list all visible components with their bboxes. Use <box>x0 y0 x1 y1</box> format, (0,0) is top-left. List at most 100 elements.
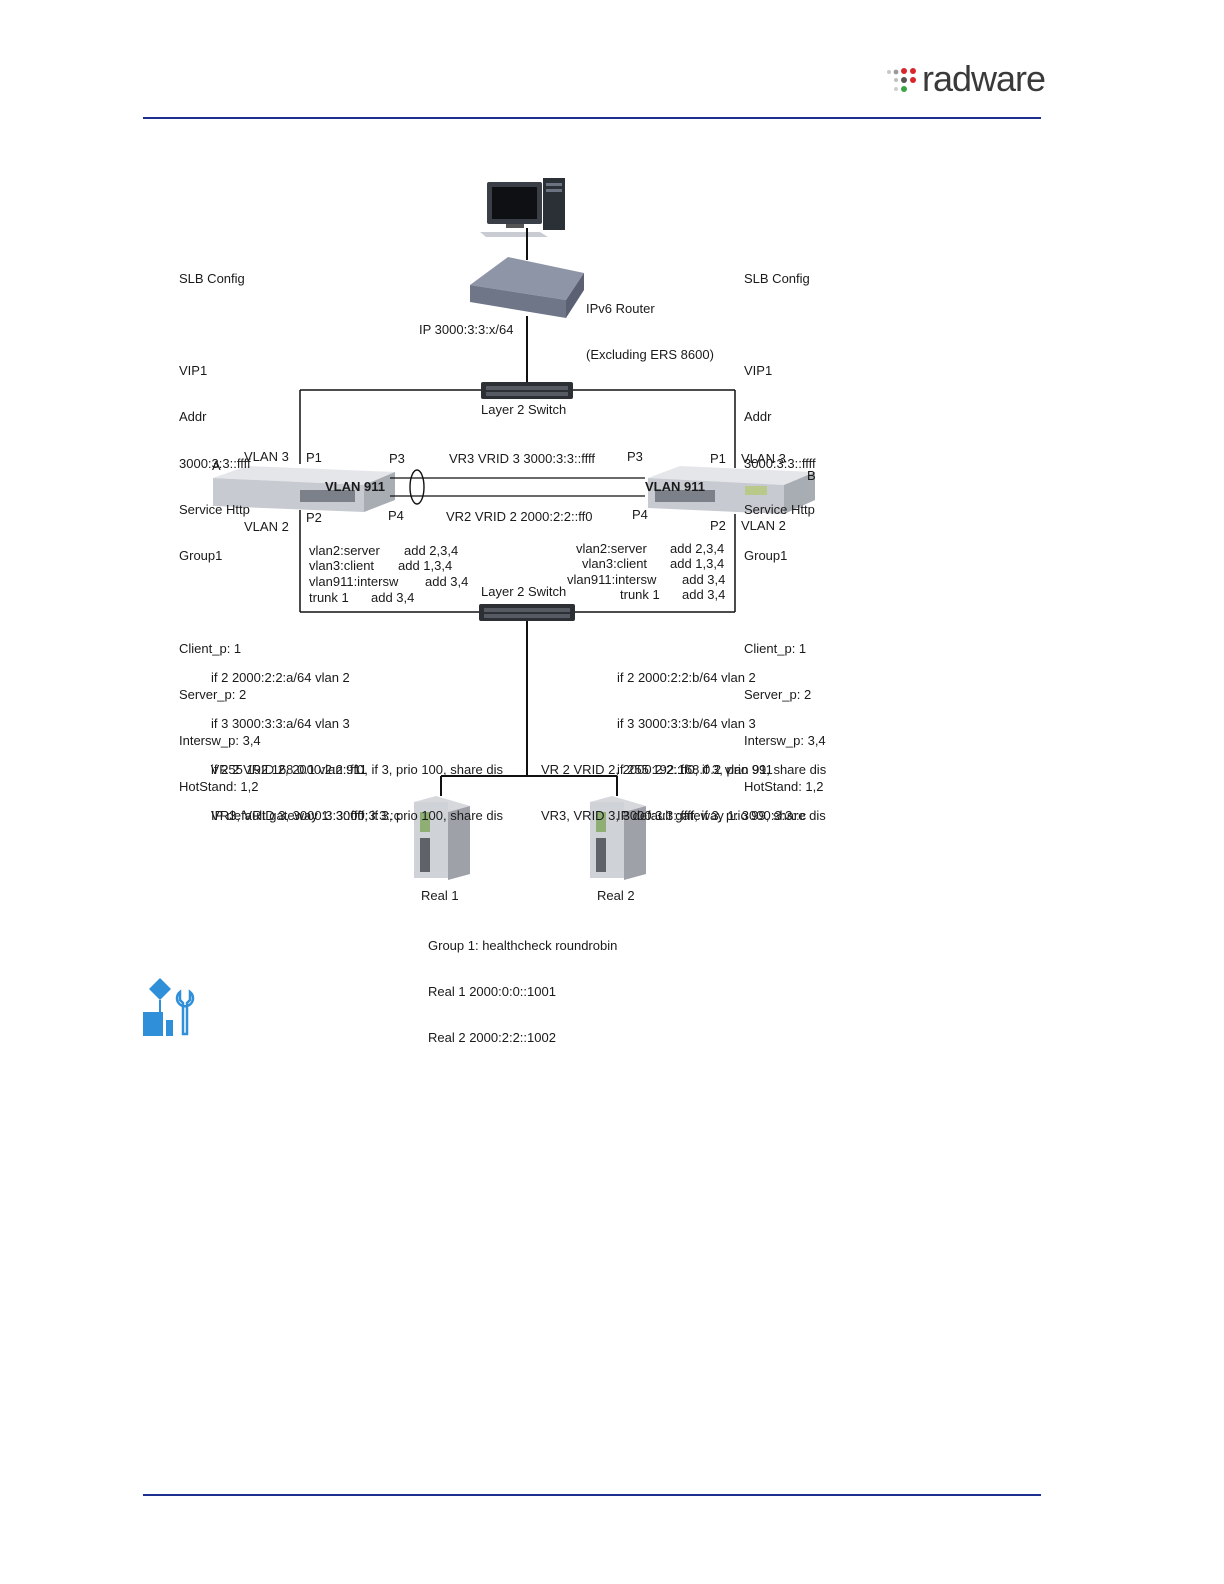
header-rule <box>143 117 1041 119</box>
slb-line: VIP1 <box>179 363 208 379</box>
vlan-ports: add 1,3,4 <box>670 556 725 571</box>
device-a-p3: P3 <box>389 451 405 466</box>
if-line: if 3 3000:3:3:a/64 vlan 3 <box>211 716 350 732</box>
interface-config-right: if 2 2000:2:2:b/64 vlan 2 if 3 3000:3:3:… <box>617 639 806 839</box>
vr-config-right: VR 2 VRID 2, 2000:2:2::ff0, if 3, prio 9… <box>541 731 826 839</box>
group-line: Real 1 2000:0:0::1001 <box>428 984 556 1000</box>
router-label-line: IPv6 Router <box>586 300 655 316</box>
slb-line <box>179 317 261 332</box>
if-line: if 255 192.168.0.2 vlan 911 <box>617 762 773 778</box>
device-a-letter: A <box>212 458 221 473</box>
slb-line <box>744 594 826 609</box>
vr-line: VR3, VRID 3, 3000:3:3::ffff, if 3, prio … <box>211 808 503 824</box>
vlan-name: vlan2:server <box>576 541 647 556</box>
top-layer2-switch-icon <box>481 382 573 399</box>
slb-line: HotStand: 1,2 <box>179 779 259 795</box>
configuration-tool-icon <box>143 978 195 1036</box>
real1-label: Real 1 <box>421 888 459 903</box>
slb-config-left: SLB Config VIP1 Addr 3000:3:3::ffff Serv… <box>179 240 261 810</box>
radware-logo-text: radware <box>922 58 1046 99</box>
router-icon <box>470 257 584 318</box>
router-ip-label: IP 3000:3:3:x/64 <box>419 322 514 337</box>
vlan-name: trunk 1 <box>309 590 349 605</box>
device-b-p2: P2 <box>710 518 726 533</box>
device-a-vlan2: VLAN 2 <box>244 519 289 534</box>
group-line: Real 2 2000:2:2::1002 <box>428 1030 556 1046</box>
vlan-name: vlan3:client <box>309 558 375 573</box>
if-line: IP default gateway 1: 3000:3:3::c <box>617 808 807 824</box>
vr-line: VR3, VRID 3, 3000:3:3::ffff, if 3, prio … <box>541 808 826 824</box>
vlan-ports: add 2,3,4 <box>404 543 459 558</box>
slb-line: Addr <box>179 409 207 425</box>
slb-line <box>179 594 261 609</box>
slb-line: Server_p: 2 <box>179 686 247 702</box>
vr-config-left: VR 2 VRID 2, 2000:2:2::ff0, if 3, prio 1… <box>187 731 503 839</box>
bottom-switch-label: Layer 2 Switch <box>481 584 567 599</box>
device-b-p4: P4 <box>632 507 648 522</box>
slb-line: Group1 <box>179 548 223 564</box>
vr3-link-label: VR3 VRID 3 3000:3:3::ffff <box>449 451 595 466</box>
vlan-name: vlan2:server <box>309 543 380 558</box>
vr-line: VR 2 VRID 2, 2000:2:2::ff0, if 3, prio 9… <box>541 761 827 777</box>
device-a-icon <box>213 466 395 512</box>
router-label-line: (Excluding ERS 8600) <box>586 347 714 363</box>
slb-line: Addr <box>744 409 772 425</box>
if-line: if 2 2000:2:2:b/64 vlan 2 <box>617 669 756 685</box>
interface-config-left: if 2 2000:2:2:a/64 vlan 2 if 3 3000:3:3:… <box>211 639 400 839</box>
real2-label: Real 2 <box>597 888 635 903</box>
real2-server-icon <box>590 796 646 880</box>
vlan-ports: add 3,4 <box>682 587 726 602</box>
device-b-p1: P1 <box>710 451 726 466</box>
vlan-ports: add 3,4 <box>371 590 415 605</box>
slb-line: Intersw_p: 3,4 <box>744 733 826 748</box>
device-a-p4: P4 <box>388 508 404 523</box>
vlan-name: trunk 1 <box>620 587 660 602</box>
vr-line: VR 2 VRID 2, 2000:2:2::ff0, if 3, prio 1… <box>210 761 503 777</box>
router-label: IPv6 Router (Excluding ERS 8600) <box>586 270 714 378</box>
device-a-vlan911: VLAN 911 <box>325 479 385 494</box>
slb-line: Client_p: 1 <box>179 640 242 656</box>
vlan-ports: add 3,4 <box>425 574 469 589</box>
device-a-vlan3: VLAN 3 <box>244 449 289 464</box>
top-switch-label: Layer 2 Switch <box>481 402 567 417</box>
device-a-p1: P1 <box>306 450 322 465</box>
vr2-link-label: VR2 VRID 2 2000:2:2::ff0 <box>446 509 593 524</box>
real1-server-icon <box>414 796 470 880</box>
radware-logo-dots <box>887 68 916 92</box>
trunk-ellipse <box>409 469 425 505</box>
vlan-name: vlan911:intersw <box>309 574 399 589</box>
slb-line: Intersw_p: 3,4 <box>179 733 261 748</box>
slb-line <box>744 317 826 332</box>
slb-line: HotStand: 1,2 <box>744 779 824 795</box>
if-line: IP default gateway 1: 3000:3:3::c <box>211 808 401 824</box>
slb-config-right: SLB Config VIP1 Addr 3000:3:3::ffff Serv… <box>744 240 826 810</box>
group-line: Group 1: healthcheck roundrobin <box>428 937 618 953</box>
device-b-vlan911: VLAN 911 <box>645 479 705 494</box>
footer-rule <box>143 1494 1041 1496</box>
vlan-ports: add 3,4 <box>682 572 726 587</box>
device-a-p2: P2 <box>306 510 322 525</box>
slb-line: Service Http <box>744 501 815 517</box>
device-b-vlan2: VLAN 2 <box>741 518 786 533</box>
device-b-letter: B <box>807 468 816 483</box>
slb-line: Server_p: 2 <box>744 686 812 702</box>
vlan-ports: add 1,3,4 <box>398 558 453 573</box>
workstation-icon <box>480 178 565 237</box>
slb-line: 3000:3:3::ffff <box>179 455 251 471</box>
vlan-name: vlan911:intersw <box>567 572 657 587</box>
if-line: if 255 192.168.0.1 vlan 911 <box>211 762 367 778</box>
slb-line: Service Http <box>179 501 250 517</box>
slb-line: SLB Config <box>744 270 810 286</box>
vlan-name: vlan3:client <box>582 556 648 571</box>
group-info: Group 1: healthcheck roundrobin Real 1 2… <box>428 907 617 1061</box>
device-b-vlan3: VLAN 3 <box>741 451 786 466</box>
slb-line: 3000:3:3::ffff <box>744 455 816 471</box>
slb-line: VIP1 <box>744 363 773 379</box>
slb-line: Client_p: 1 <box>744 640 807 656</box>
if-line: if 3 3000:3:3:b/64 vlan 3 <box>617 716 756 732</box>
if-line: if 2 2000:2:2:a/64 vlan 2 <box>211 669 350 685</box>
vlan-ports: add 2,3,4 <box>670 541 725 556</box>
slb-line: SLB Config <box>179 270 245 286</box>
slb-line: Group1 <box>744 548 788 564</box>
